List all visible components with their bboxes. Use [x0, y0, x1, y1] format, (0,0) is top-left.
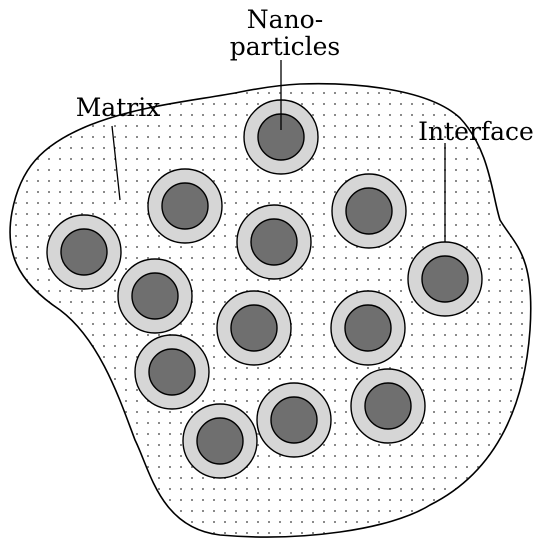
interface-label: Interface	[418, 117, 534, 146]
nanoparticle	[330, 290, 406, 366]
nanoparticle-core	[364, 382, 412, 430]
nanoparticle-group	[46, 99, 483, 479]
nanoparticle-core	[196, 417, 244, 465]
nanoparticle	[256, 382, 332, 458]
nanoparticle	[331, 173, 407, 249]
nanoparticle	[236, 204, 312, 280]
nanoparticle-core	[148, 348, 196, 396]
nanoparticle	[182, 403, 258, 479]
nanoparticle	[46, 214, 122, 290]
nanoparticle-core	[270, 396, 318, 444]
matrix-label: Matrix	[76, 93, 161, 122]
nanoparticles-label-line2: particles	[230, 32, 341, 61]
nanoparticle	[350, 368, 426, 444]
nanoparticle-core	[131, 272, 179, 320]
nanoparticle	[134, 334, 210, 410]
nanoparticle-core	[345, 187, 393, 235]
nanoparticle-core	[161, 182, 209, 230]
nanoparticle	[147, 168, 223, 244]
nanoparticle-core	[230, 304, 278, 352]
nanoparticle	[407, 241, 483, 317]
nanoparticle-core	[250, 218, 298, 266]
matrix-leader-line	[111, 125, 121, 201]
nanoparticle-core	[344, 304, 392, 352]
nanoparticle	[117, 258, 193, 334]
nanoparticle	[216, 290, 292, 366]
nanoparticle-core	[60, 228, 108, 276]
nanoparticles-label-line1: Nano-	[247, 5, 323, 34]
nanoparticle-core	[421, 255, 469, 303]
